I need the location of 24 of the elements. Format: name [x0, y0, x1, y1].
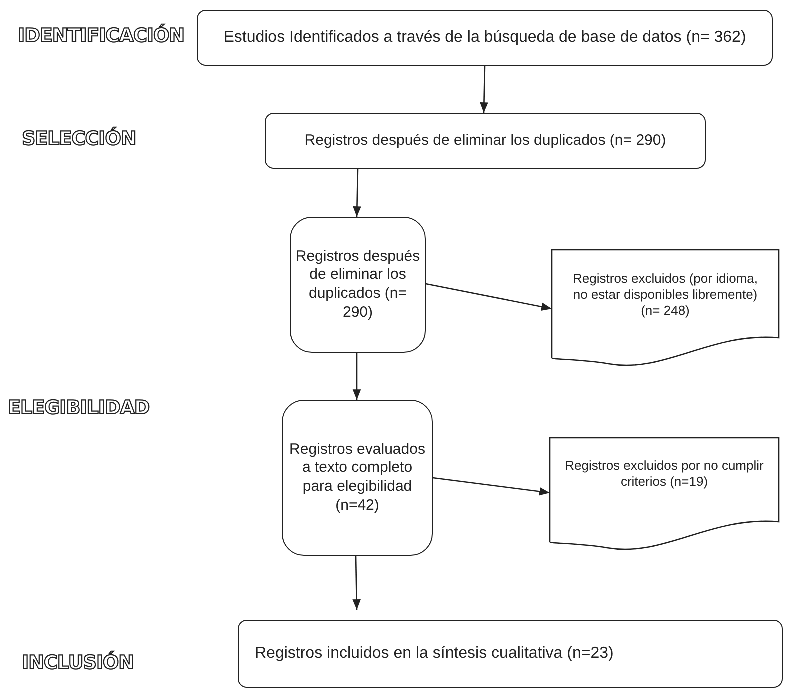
arrow	[480, 66, 488, 114]
arrow	[426, 283, 552, 312]
process-box	[238, 620, 783, 688]
process-box	[197, 10, 773, 66]
stage-label: IDENTIFICACIÓN	[18, 25, 185, 47]
document-box	[550, 438, 779, 550]
stage-label: SELECCIÓN	[22, 128, 136, 150]
node-text: Registros después de eliminar los duplicados (n= 290)	[295, 248, 421, 322]
node-text: Registros excluidos (por idioma, no estar disponibles libremente) (n= 248)	[572, 270, 759, 320]
node-text: Registros evaluados a texto completo para elegibilidad (n=42)	[288, 440, 426, 516]
node-text: Registros incluidos en la síntesis cualitativa (n=23)	[255, 644, 614, 664]
stage-label: ELEGIBILIDAD	[8, 397, 150, 419]
stage-label: INCLUSIÓN	[22, 652, 134, 674]
arrow	[352, 556, 361, 610]
process-box	[290, 217, 426, 353]
process-box	[282, 400, 433, 556]
arrow	[353, 168, 362, 218]
arrow	[432, 477, 550, 496]
process-box	[265, 113, 706, 169]
document-box	[552, 250, 779, 366]
arrow	[352, 353, 362, 400]
node-text: Registros excluidos por no cumplir criterios (n=19)	[564, 458, 765, 490]
node-text: Registros después de eliminar los duplicados (n= 290)	[304, 132, 666, 150]
node-text: Estudios Identificados a través de la búsqueda de base de datos (n= 362)	[224, 28, 746, 48]
